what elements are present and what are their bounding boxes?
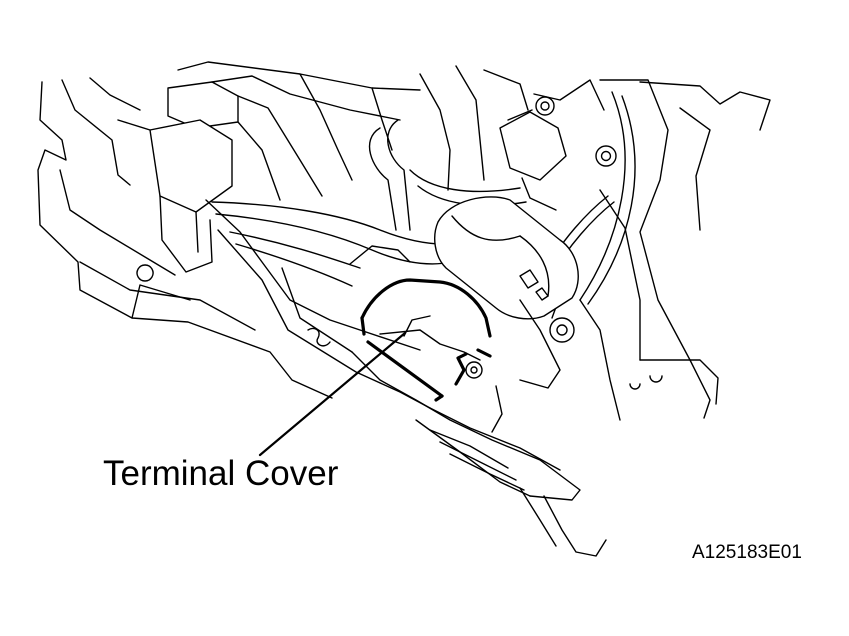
terminal-cover-outline bbox=[360, 278, 492, 402]
bolt-right bbox=[595, 145, 617, 167]
actuator-motor bbox=[434, 196, 579, 320]
mounting-plate bbox=[205, 199, 607, 557]
cover-screw bbox=[454, 348, 492, 386]
callout-leader bbox=[258, 331, 407, 457]
bolt-top bbox=[535, 96, 555, 116]
figure-id-label: A125183E01 bbox=[692, 542, 802, 563]
bracket-lower-left bbox=[37, 77, 333, 399]
terminal-cover-label: Terminal Cover bbox=[103, 454, 339, 493]
frame-upper bbox=[177, 61, 529, 201]
connector-upper-left bbox=[117, 81, 239, 273]
frame-right bbox=[579, 79, 771, 421]
